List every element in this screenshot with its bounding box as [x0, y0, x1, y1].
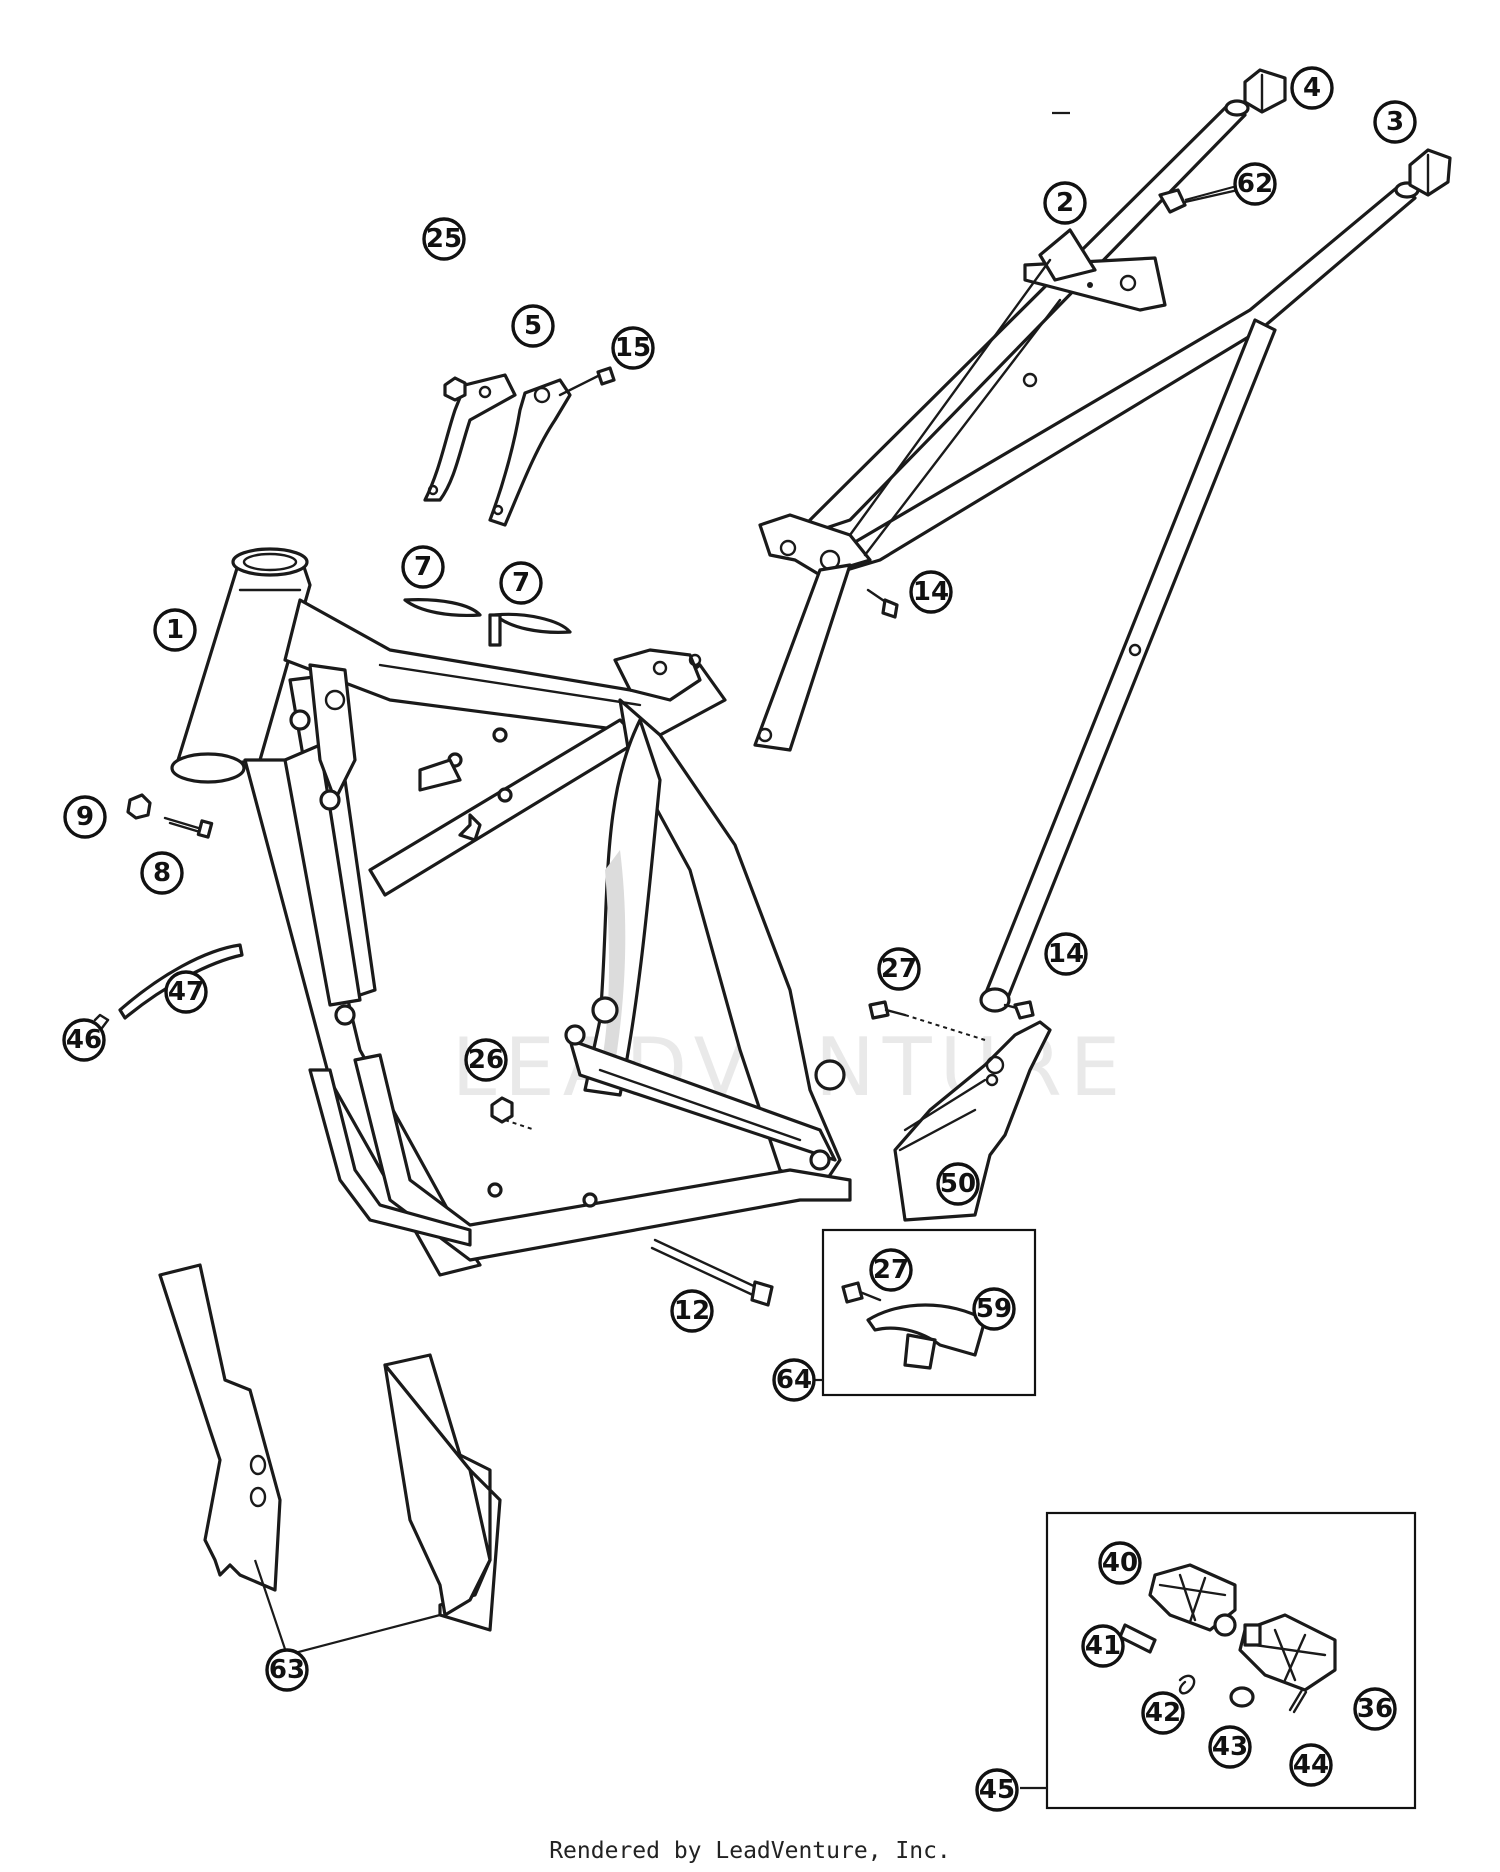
- engine-bracket-right[interactable]: [488, 378, 572, 527]
- callout-59[interactable]: 59: [972, 1287, 1016, 1331]
- svg-text:7: 7: [512, 568, 530, 598]
- svg-text:42: 42: [1145, 1698, 1181, 1728]
- inset-box-64: [821, 1228, 1037, 1397]
- protector-leaders: [253, 1559, 441, 1657]
- svg-text:45: 45: [979, 1775, 1015, 1805]
- callout-1[interactable]: 1: [153, 608, 197, 652]
- svg-text:2: 2: [1056, 188, 1074, 218]
- callout-26[interactable]: 26: [464, 1038, 508, 1082]
- callout-14a[interactable]: 14: [909, 570, 953, 614]
- callout-9[interactable]: 9: [63, 795, 107, 839]
- svg-text:44: 44: [1293, 1750, 1329, 1780]
- svg-text:5: 5: [524, 311, 542, 341]
- frame-protector-right[interactable]: [383, 1353, 502, 1632]
- footrest-40[interactable]: [1148, 1563, 1237, 1637]
- svg-text:14: 14: [913, 577, 949, 607]
- screw-14a[interactable]: [866, 588, 899, 619]
- callout-42[interactable]: 42: [1141, 1691, 1185, 1735]
- svg-text:41: 41: [1085, 1631, 1121, 1661]
- svg-text:12: 12: [674, 1296, 710, 1326]
- callout-14b[interactable]: 14: [1044, 932, 1088, 976]
- svg-text:50: 50: [940, 1169, 976, 1199]
- screw-8[interactable]: [163, 816, 214, 839]
- footrest-36[interactable]: [1238, 1613, 1337, 1692]
- callout-40[interactable]: 40: [1098, 1541, 1142, 1585]
- callout-46[interactable]: 46: [62, 1018, 106, 1062]
- nut-26[interactable]: [490, 1096, 536, 1131]
- engine-bracket-left[interactable]: [423, 373, 517, 502]
- slider-59[interactable]: [866, 1303, 987, 1370]
- washer-43[interactable]: [1229, 1686, 1255, 1708]
- callout-12[interactable]: 12: [670, 1289, 714, 1333]
- screw-27b[interactable]: [841, 1281, 882, 1304]
- subframe[interactable]: [753, 99, 1420, 1013]
- callout-8[interactable]: 8: [140, 851, 184, 895]
- callout-43[interactable]: 43: [1208, 1725, 1252, 1769]
- clip-46[interactable]: [93, 1013, 110, 1030]
- callout-50[interactable]: 50: [936, 1162, 980, 1206]
- svg-text:15: 15: [615, 333, 651, 363]
- callout-7a[interactable]: 7: [401, 545, 445, 589]
- callout-63[interactable]: 63: [265, 1648, 309, 1692]
- screw-62[interactable]: [1158, 184, 1238, 214]
- svg-text:47: 47: [168, 977, 204, 1007]
- pin-41[interactable]: [1118, 1623, 1157, 1654]
- screw-27a[interactable]: [868, 1000, 986, 1041]
- callout-36[interactable]: 36: [1353, 1687, 1397, 1731]
- svg-text:64: 64: [776, 1365, 812, 1395]
- svg-text:1: 1: [166, 615, 184, 645]
- render-credit: Rendered by LeadVenture, Inc.: [549, 1838, 951, 1864]
- callout-5[interactable]: 5: [511, 304, 555, 348]
- hose-47[interactable]: [118, 943, 244, 1020]
- callout-4[interactable]: 4: [1290, 66, 1334, 110]
- svg-text:27: 27: [881, 954, 917, 984]
- svg-text:36: 36: [1357, 1694, 1393, 1724]
- svg-text:26: 26: [468, 1045, 504, 1075]
- callout-44[interactable]: 44: [1289, 1743, 1333, 1787]
- svg-text:7: 7: [414, 552, 432, 582]
- svg-text:8: 8: [153, 858, 171, 888]
- inset-box-45: [1045, 1511, 1417, 1810]
- screw-14b[interactable]: [1003, 1000, 1035, 1020]
- svg-text:25: 25: [426, 224, 462, 254]
- callout-27b[interactable]: 27: [869, 1248, 913, 1292]
- nut-9[interactable]: [126, 793, 152, 820]
- svg-text:46: 46: [66, 1025, 102, 1055]
- callout-45[interactable]: 45: [975, 1768, 1019, 1812]
- callout-64[interactable]: 64: [772, 1358, 816, 1402]
- callout-3[interactable]: 3: [1373, 100, 1417, 144]
- spring-42[interactable]: [1178, 1674, 1196, 1695]
- chain-slider-guide-50[interactable]: [893, 1020, 1052, 1222]
- callout-41[interactable]: 41: [1081, 1624, 1125, 1668]
- callout-15[interactable]: 15: [611, 326, 655, 370]
- cotter-pin-44[interactable]: [1288, 1688, 1308, 1714]
- callout-47[interactable]: 47: [164, 970, 208, 1014]
- callout-7b[interactable]: 7: [499, 561, 543, 605]
- frame-protector-left[interactable]: [158, 1263, 282, 1592]
- nut-25[interactable]: [443, 376, 467, 402]
- svg-text:14: 14: [1048, 939, 1084, 969]
- svg-text:9: 9: [76, 802, 94, 832]
- svg-text:43: 43: [1212, 1732, 1248, 1762]
- main-frame[interactable]: [170, 547, 852, 1277]
- callout-62[interactable]: 62: [1233, 162, 1277, 206]
- grommet-7b[interactable]: [488, 612, 572, 647]
- svg-text:59: 59: [976, 1294, 1012, 1324]
- svg-text:3: 3: [1386, 107, 1404, 137]
- plug-4[interactable]: [1243, 68, 1287, 114]
- svg-text:63: 63: [269, 1655, 305, 1685]
- svg-text:4: 4: [1303, 73, 1321, 103]
- grommet-7a[interactable]: [403, 598, 482, 618]
- svg-text:40: 40: [1102, 1548, 1138, 1578]
- svg-text:62: 62: [1237, 169, 1273, 199]
- callout-25[interactable]: 25: [422, 217, 466, 261]
- svg-text:27: 27: [873, 1255, 909, 1285]
- callout-27a[interactable]: 27: [877, 947, 921, 991]
- callout-2[interactable]: 2: [1043, 181, 1087, 225]
- plug-3[interactable]: [1408, 148, 1452, 197]
- screw-15[interactable]: [558, 366, 616, 397]
- screw-12[interactable]: [650, 1238, 774, 1307]
